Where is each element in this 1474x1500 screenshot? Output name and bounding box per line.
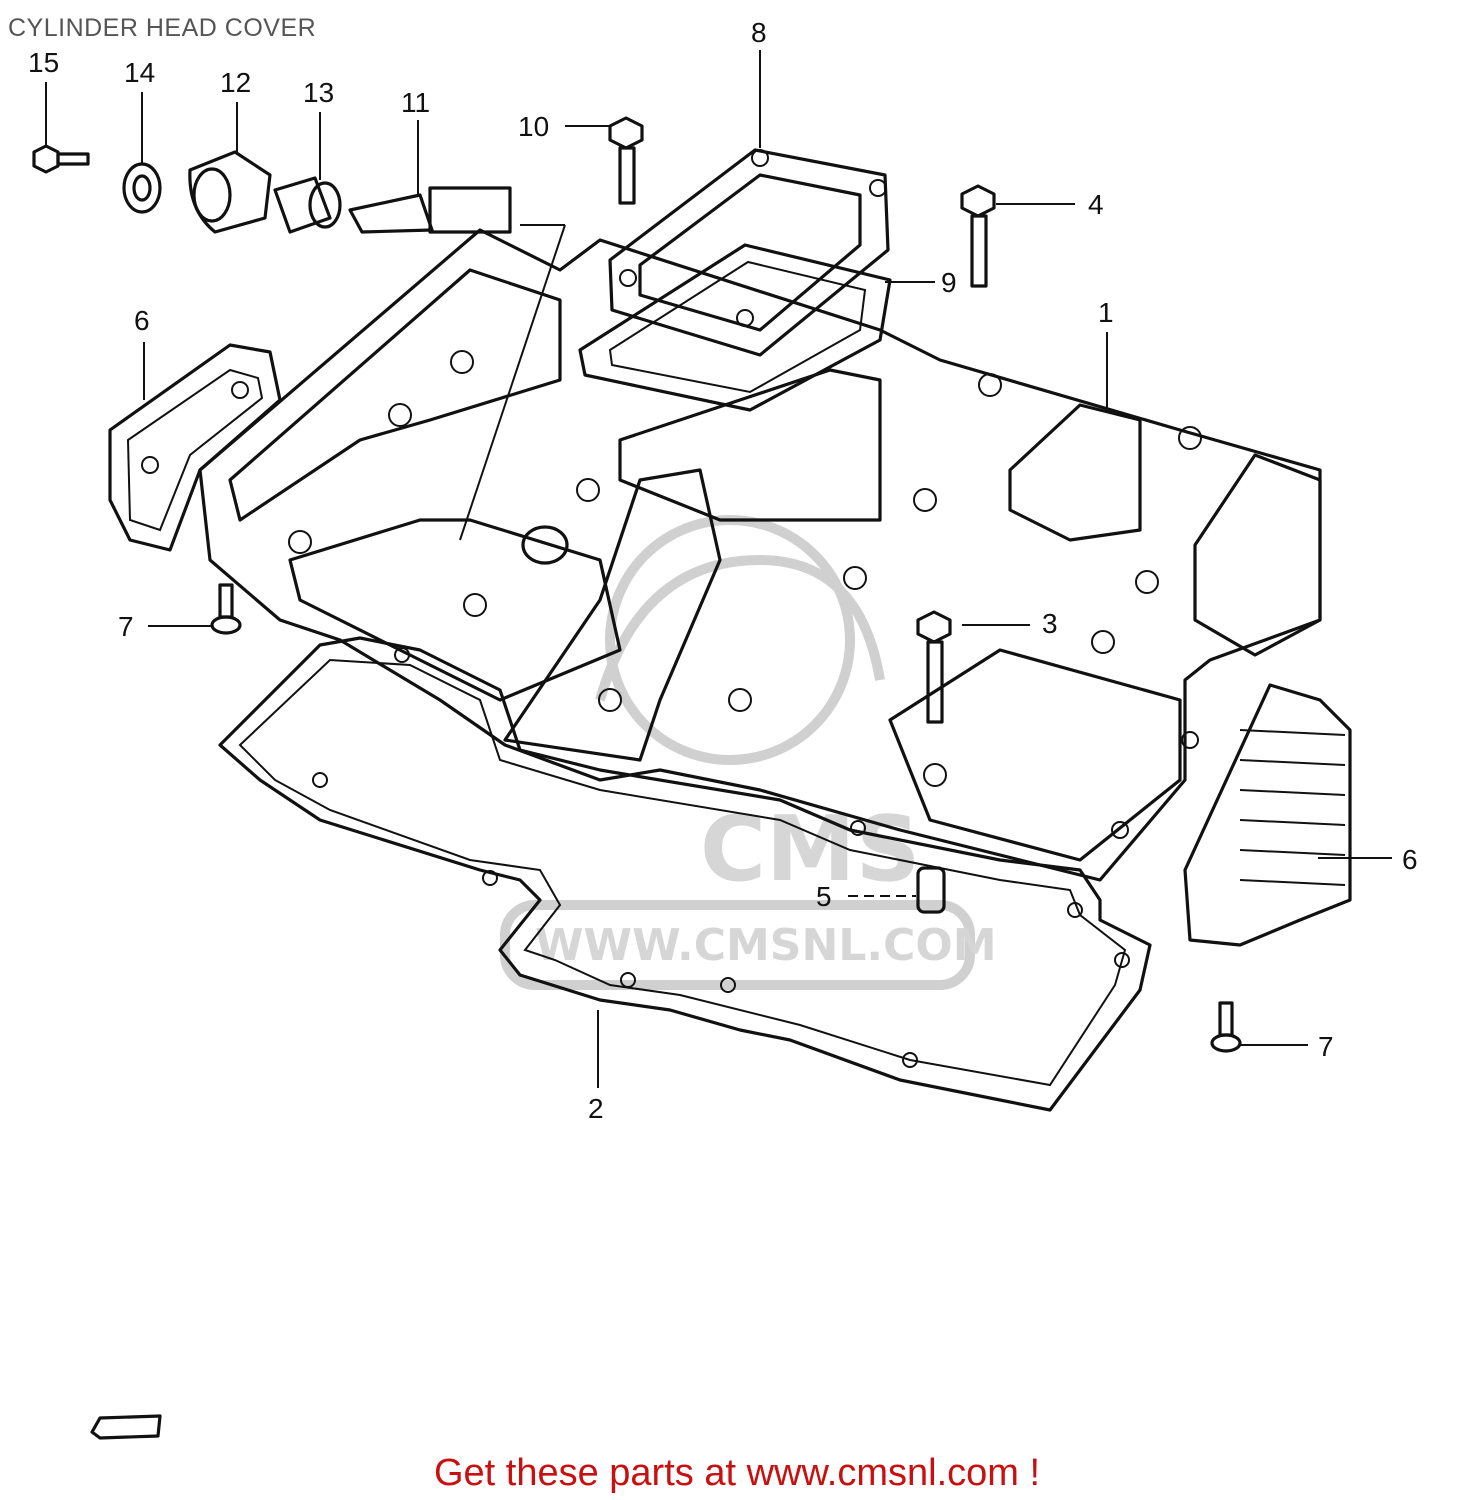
part-4-bolt [960,184,996,288]
callout-9: 9 [941,267,957,298]
part-15-bolt [32,144,90,174]
part-11-sender [348,186,512,234]
callout-1: 1 [1098,297,1114,328]
part-8-cover [608,148,890,357]
callout-14: 14 [124,57,155,88]
part-7-screw-right [1210,1001,1242,1053]
part-14-seal [122,162,162,214]
callout-4: 4 [1088,189,1104,220]
leader-lines [45,50,1392,1088]
part-6-side-cover-right [1183,683,1352,947]
part-6-side-cover-left [108,343,282,552]
part-3-bolt [916,610,952,724]
part-10-bolt [608,116,644,205]
footer-link-text[interactable]: Get these parts at www.cmsnl.com ! [433,1452,1041,1494]
callout-12: 12 [220,67,251,98]
forward-arrow-icon: FWD [90,1414,162,1440]
part-5-dowel [916,866,946,914]
callout-13: 13 [303,77,334,108]
callout-3: 3 [1042,608,1058,639]
callout-10: 10 [518,111,549,142]
diagram-title: CYLINDER HEAD COVER [8,14,317,42]
forward-label: FWD [108,1419,150,1438]
callout-6-right: 6 [1402,844,1418,875]
part-2-gasket [218,636,1152,1112]
callout-5: 5 [816,881,832,912]
callout-11: 11 [401,87,430,118]
callout-15: 15 [28,47,59,78]
callout-7-left: 7 [118,611,134,642]
part-13-gear [273,176,342,234]
part-7-screw-left [210,583,242,635]
callout-2: 2 [588,1093,604,1124]
part-12-housing [188,150,272,234]
part-1-head-cover [198,224,1322,882]
callout-6-left: 6 [134,305,150,336]
watermark-url: WWW.CMSNL.COM [535,920,997,971]
callout-8: 8 [751,17,767,48]
part-9-gasket [578,243,892,412]
callout-7-right: 7 [1318,1031,1334,1062]
callout-labels: 15 14 12 13 11 8 10 4 9 1 6 7 3 6 7 5 2 [28,17,1418,1124]
